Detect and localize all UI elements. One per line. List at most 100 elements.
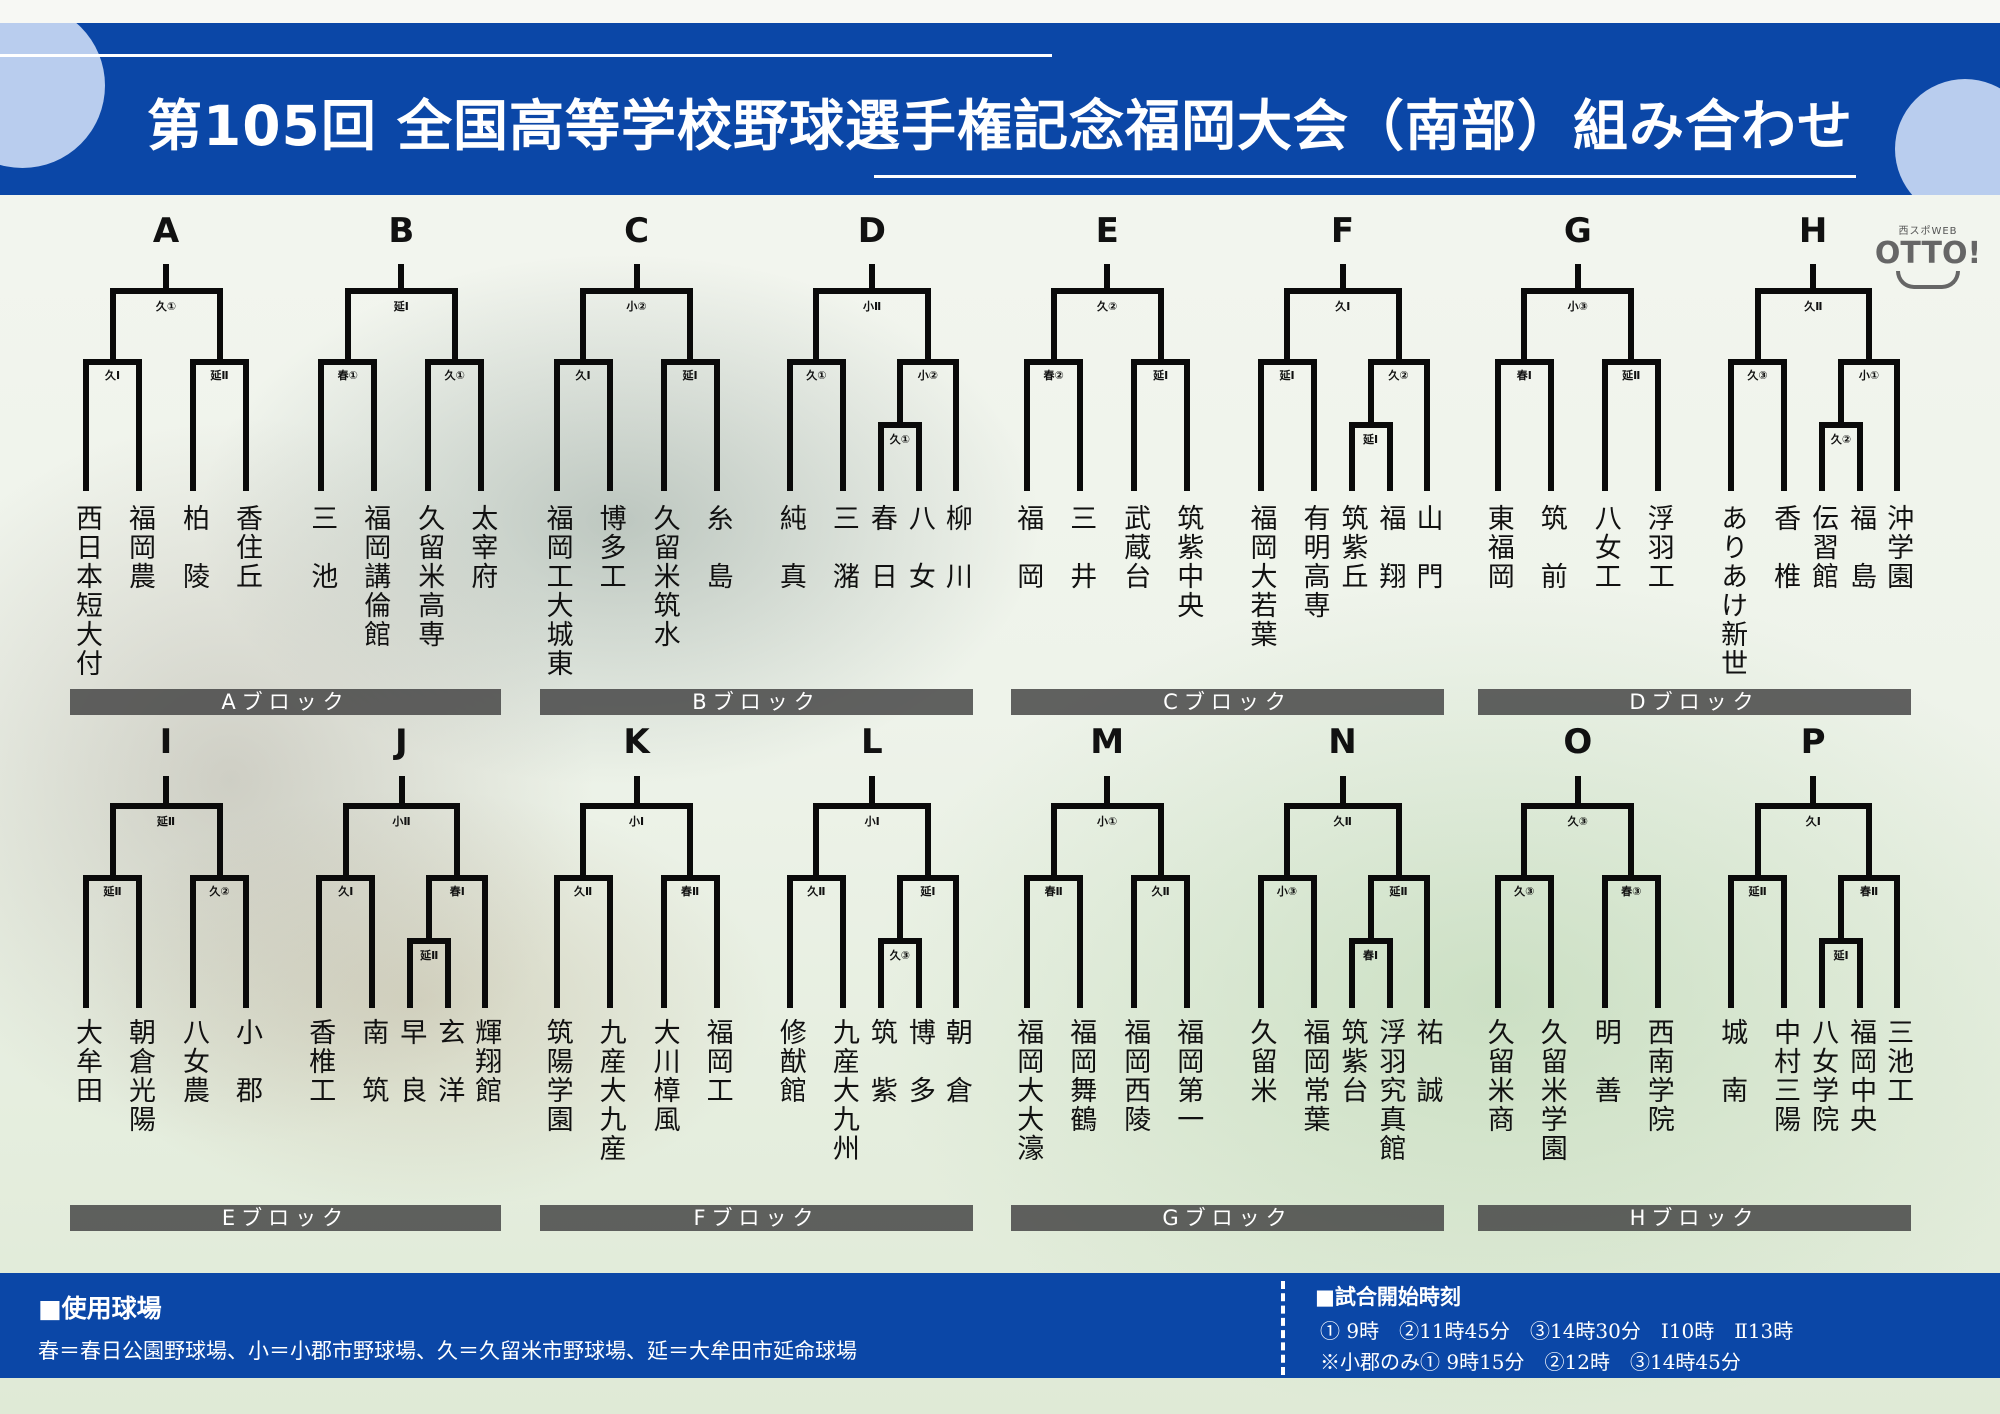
bracket-line [1050, 803, 1164, 809]
match-venue-label: 春Ⅱ [1044, 885, 1063, 898]
team-name: 福岡大大濠 [1012, 1018, 1044, 1163]
bracket-line [407, 941, 414, 1008]
team-name: 福岡常葉 [1298, 1018, 1330, 1134]
bracket-line [109, 806, 116, 878]
bracket-line [342, 806, 349, 878]
bracket-line [109, 288, 223, 294]
bracket-line [426, 875, 489, 881]
team-name: 明善 [1589, 1018, 1621, 1134]
bracket-line [896, 878, 903, 941]
team-name: 南筑 [357, 1018, 389, 1134]
bracket-line [1077, 878, 1084, 1008]
team-name: 筑前 [1535, 504, 1567, 620]
bracket-line [163, 264, 169, 291]
bracket-line [1781, 878, 1788, 1008]
match-venue-label: 久Ⅰ [1805, 815, 1821, 828]
bracket-line [952, 362, 959, 491]
team-name: 福岡農 [124, 504, 155, 591]
bracket-line [553, 875, 613, 881]
decor-line-top [0, 54, 1052, 57]
bracket-line [1050, 806, 1057, 878]
bracket-line [190, 878, 196, 1008]
bracket-line [1395, 291, 1402, 362]
match-venue-label: 春Ⅰ [449, 885, 465, 898]
bracket-line [1386, 941, 1393, 1008]
bracket-line [1024, 875, 1084, 881]
bracket-line [1131, 878, 1138, 1008]
bracket-line [1131, 359, 1191, 365]
bracket-line [316, 875, 376, 881]
team-name: 福岡講倫館 [359, 504, 391, 649]
bracket-line [369, 878, 376, 1008]
bracket-line [1423, 362, 1430, 491]
bracket-letter: E [1095, 211, 1119, 251]
team-name: 朝倉 [940, 1018, 972, 1134]
bracket-line [1050, 291, 1057, 362]
bracket-line [924, 291, 931, 362]
bracket-line [896, 875, 959, 881]
logo-sub: 西スポWEB [1898, 226, 1958, 237]
match-venue-label: 小② [626, 300, 647, 313]
start-times-title: ■試合開始時刻 [1315, 1285, 1461, 1309]
team-name: 久留米筑水 [648, 504, 680, 649]
bracket-line [1894, 878, 1901, 1008]
bracket-line [1348, 422, 1393, 428]
bracket-line [660, 359, 720, 365]
match-venue-label: 延Ⅱ [156, 815, 176, 828]
match-venue-label: 延Ⅱ [1748, 885, 1767, 898]
bracket-line [896, 362, 903, 425]
team-name: 久留米高専 [413, 504, 445, 649]
bracket-line [813, 806, 820, 878]
team-name: 博多 [903, 1018, 935, 1134]
bracket-line [1728, 362, 1735, 491]
match-venue-label: 延Ⅰ [393, 300, 409, 313]
bracket-line [1838, 878, 1845, 941]
bracket-line [1024, 359, 1084, 365]
match-venue-label: 小Ⅱ [863, 300, 882, 313]
bracket-line [1838, 359, 1901, 365]
bracket-line [109, 291, 116, 362]
bracket-line [344, 291, 351, 362]
bracket-line [813, 288, 931, 294]
bracket-line [83, 362, 89, 491]
team-name: 山門 [1411, 504, 1443, 620]
bracket-line [813, 291, 820, 362]
team-name: 八女農 [178, 1018, 209, 1105]
bracket-line [553, 362, 560, 491]
bracket-line [109, 803, 223, 809]
team-name: 福島 [1845, 504, 1877, 620]
team-name: 三池工 [1882, 1018, 1914, 1105]
bracket-line [1574, 264, 1581, 291]
bracket-line [190, 359, 249, 365]
bracket-line [687, 806, 694, 878]
bracket-line [713, 362, 720, 491]
match-venue-label: 延Ⅰ [920, 885, 936, 898]
bracket-line [580, 803, 694, 809]
bracket-line [243, 878, 249, 1008]
bracket-line [1654, 878, 1661, 1008]
match-venue-label: 延Ⅰ [1362, 433, 1379, 446]
bracket-line [896, 359, 959, 365]
match-venue-label: 小③ [1276, 885, 1298, 898]
bracket-line [580, 806, 587, 878]
bracket-line [1810, 264, 1817, 291]
bracket-letter: A [152, 211, 180, 251]
team-name: 福岡舞鶴 [1065, 1018, 1097, 1134]
bracket-line [877, 941, 884, 1008]
bracket-line [915, 425, 922, 491]
bracket-line [425, 362, 432, 491]
bracket-line [1339, 264, 1346, 291]
bracket-line [371, 362, 378, 491]
smile-icon [1896, 271, 1960, 289]
team-name: 福岡中央 [1845, 1018, 1877, 1134]
bracket-line [1348, 425, 1355, 491]
team-name: 福岡第一 [1172, 1018, 1204, 1134]
team-name: 香椎工 [304, 1018, 336, 1105]
match-venue-label: 久Ⅰ [104, 369, 121, 382]
bracket-line [660, 875, 720, 881]
bracket-letter: P [1800, 722, 1826, 762]
bracket-line [633, 264, 640, 291]
match-venue-label: 小Ⅱ [392, 815, 411, 828]
bracket-line [1367, 362, 1374, 425]
bracket-line [1339, 776, 1346, 806]
